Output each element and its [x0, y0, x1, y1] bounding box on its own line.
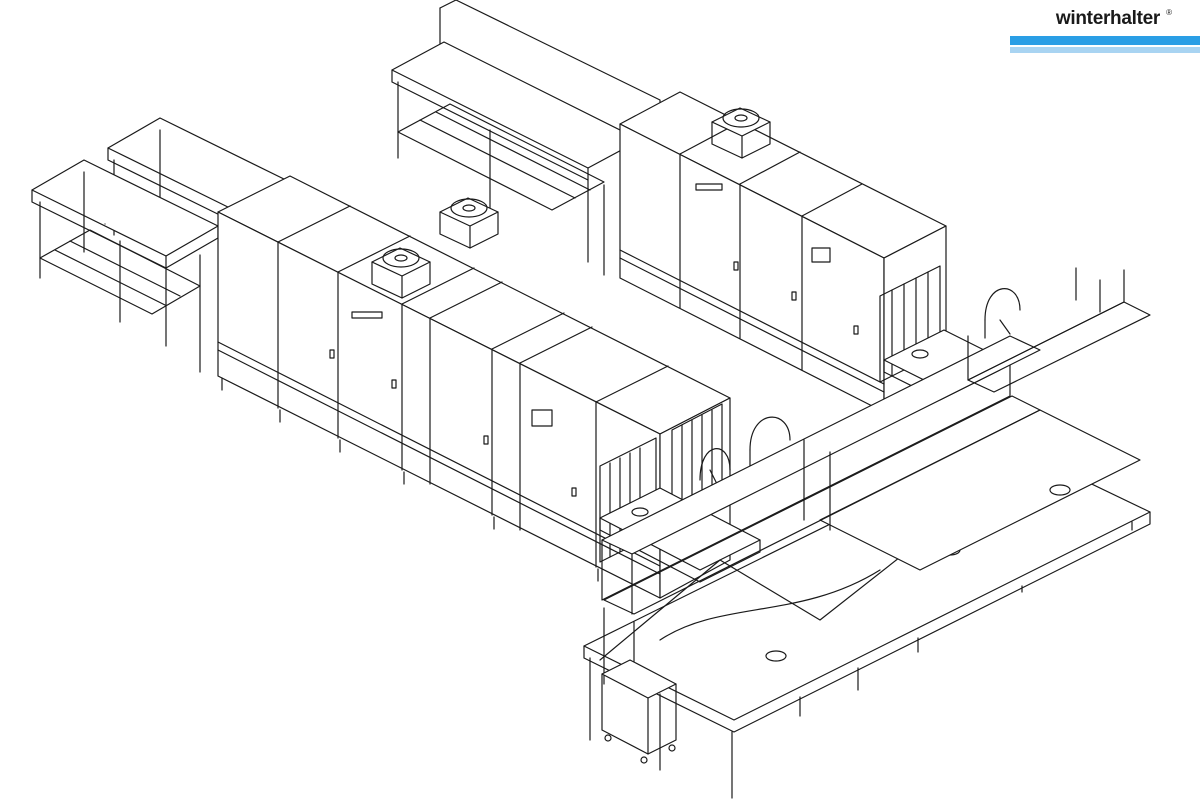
overshelf-back — [967, 267, 1151, 393]
spray-tap-back — [984, 288, 1021, 339]
winterhalter-logo: winterhalter ® — [1010, 6, 1200, 54]
logo-accent-bar-light — [1010, 47, 1200, 53]
overshelf-front — [601, 335, 1041, 691]
rack-shelf-left-lower — [31, 159, 219, 373]
logo-accent-bar — [1010, 36, 1200, 45]
logo-text: winterhalter — [1055, 8, 1160, 29]
trolley-bin — [601, 659, 677, 764]
exhaust-fan-front-1 — [371, 247, 431, 299]
registered-mark: ® — [1166, 8, 1172, 17]
exhaust-fan-front-2 — [439, 197, 499, 249]
exhaust-fan-back — [711, 107, 771, 159]
